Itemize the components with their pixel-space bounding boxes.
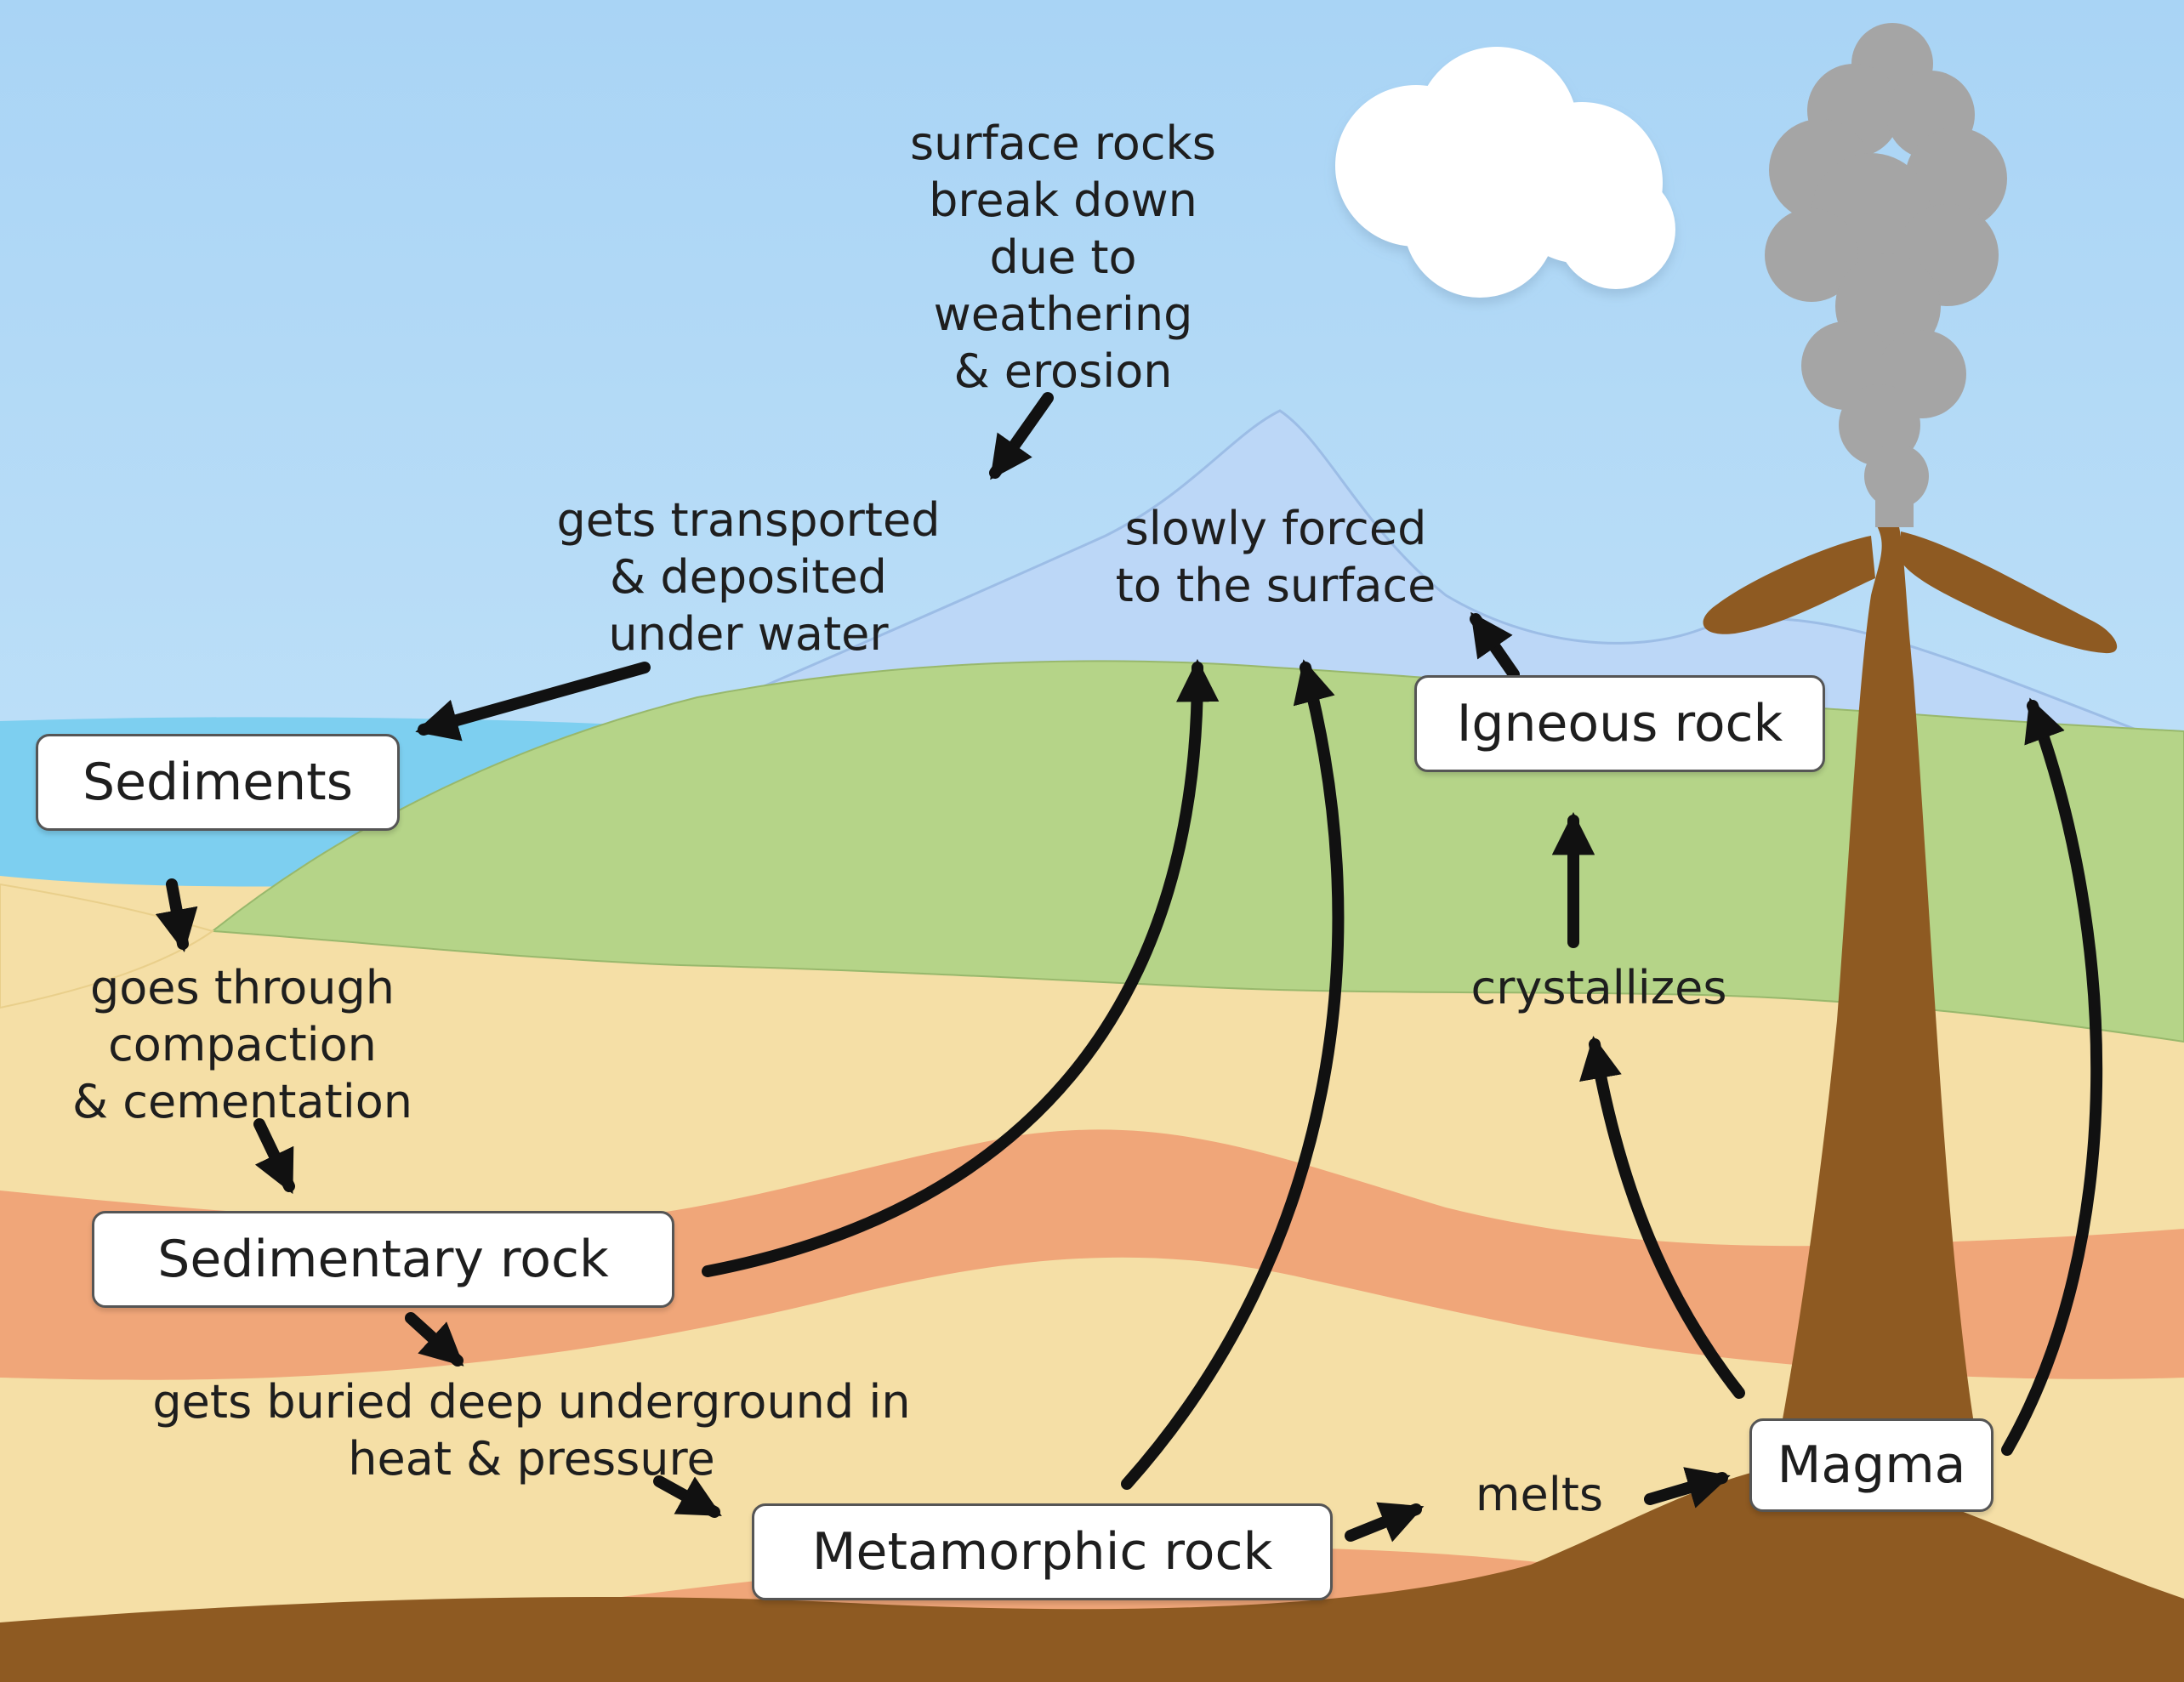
- label-forced: slowly forced to the surface: [1115, 502, 1436, 612]
- label-melts: melts: [1475, 1468, 1604, 1521]
- arrow-to-metamorphic: [653, 1475, 722, 1518]
- arrow-magma-crystallize: [1579, 1036, 1745, 1399]
- smoke-plume: [1765, 23, 2007, 527]
- volcano-crater-right: [1901, 531, 2118, 654]
- sand-strip: [0, 883, 215, 1009]
- arrow-to-melts: [1345, 1502, 1425, 1543]
- sediments-box: Sediments: [36, 734, 400, 831]
- arrow-igneous-up: [1470, 611, 1520, 680]
- bottom-soil: [0, 1463, 2184, 1682]
- arrow-to-compaction: [155, 878, 198, 952]
- label-compaction: goes through compaction & cementation: [72, 961, 412, 1128]
- arrow-to-magma: [1644, 1467, 1731, 1509]
- label-buried: gets buried deep underground in heat & p…: [152, 1375, 911, 1486]
- label-weathering: surface rocks break down due to weatheri…: [910, 116, 1216, 398]
- arrow-to-sedimentary: [253, 1118, 295, 1195]
- arrow-magma-up: [2001, 697, 2103, 1456]
- arrow-to-sediments: [415, 662, 651, 742]
- sedimentary-rock-box: Sedimentary rock: [92, 1211, 674, 1308]
- volcano-conduit: [1777, 523, 1982, 1463]
- sand-layer: [0, 876, 2184, 1682]
- arrow-metamorphic-up: [1121, 659, 1345, 1490]
- magma-box: Magma: [1749, 1418, 1993, 1512]
- igneous-rock-box: Igneous rock: [1414, 675, 1825, 772]
- metamorphic-rock-box: Metamorphic rock: [752, 1503, 1333, 1600]
- label-transported: gets transported & deposited under water: [556, 493, 941, 661]
- volcano-crater: [1703, 536, 1875, 634]
- label-crystallizes: crystallizes: [1470, 961, 1727, 1014]
- clay-band: [0, 1129, 2184, 1380]
- arrows: [155, 392, 2103, 1543]
- arrow-weathering: [989, 392, 1054, 480]
- cloud: [1335, 47, 1675, 298]
- arrow-sedimentary-up: [702, 658, 1220, 1277]
- arrow-to-buried: [405, 1312, 464, 1367]
